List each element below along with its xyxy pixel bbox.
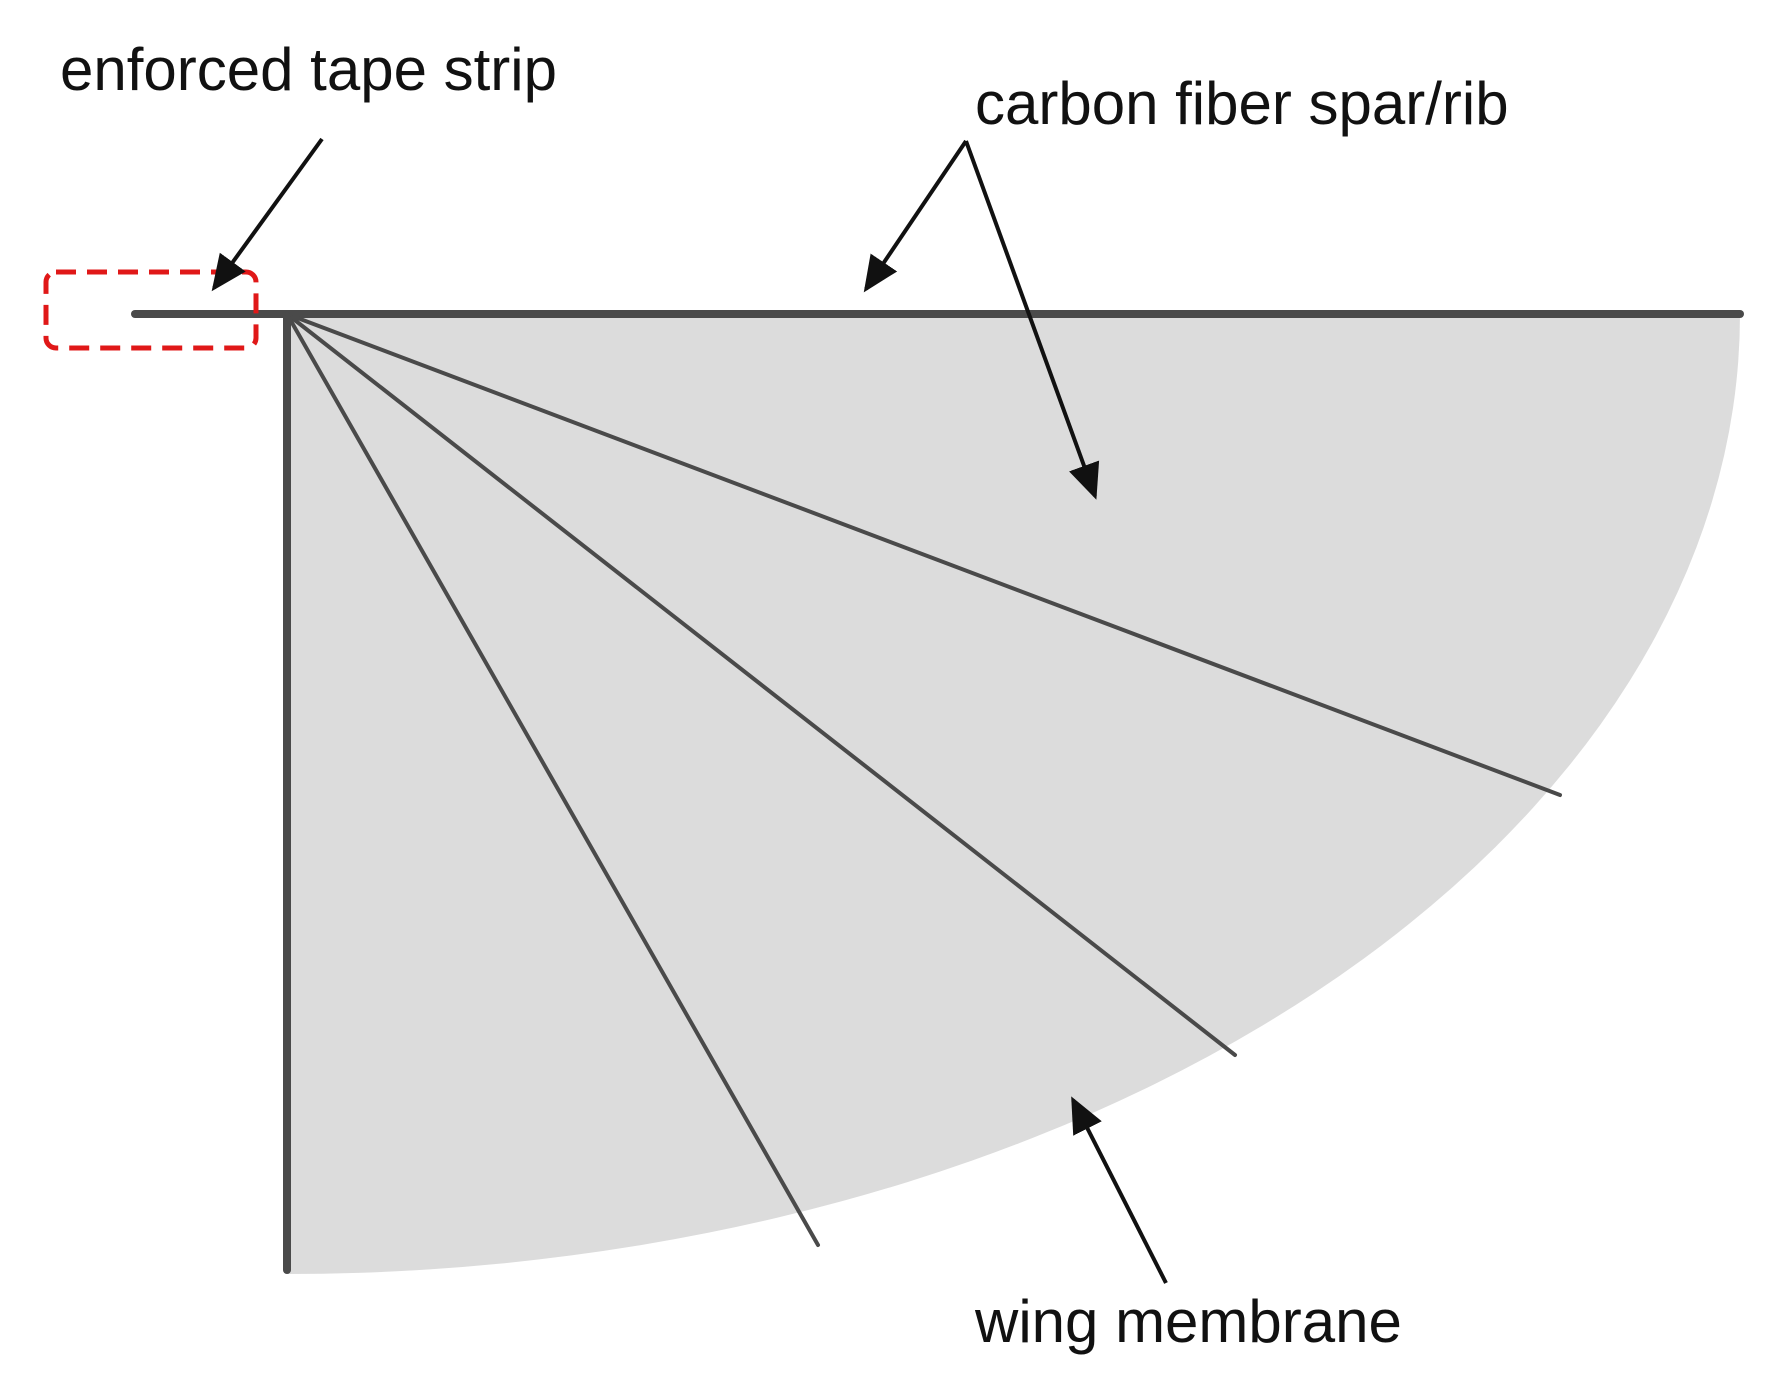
spar-rib-group xyxy=(131,310,1744,1274)
membrane-label: wing membrane xyxy=(974,1288,1402,1355)
rib-3 xyxy=(285,312,820,1247)
tape-strip-label: enforced tape strip xyxy=(60,36,557,103)
spar-rib-label: carbon fiber spar/rib xyxy=(975,70,1509,137)
rib-2 xyxy=(285,312,1237,1057)
annotation-arrows xyxy=(211,137,1168,1284)
spar-arrow-left xyxy=(863,139,968,293)
tape-strip-highlight-box xyxy=(43,269,259,351)
spar-arrow-right xyxy=(964,140,1100,500)
rib-1 xyxy=(285,312,1562,797)
wing-membrane xyxy=(287,314,1740,1274)
tape-strip-arrow xyxy=(211,137,324,292)
membrane-arrow xyxy=(1071,1096,1168,1284)
